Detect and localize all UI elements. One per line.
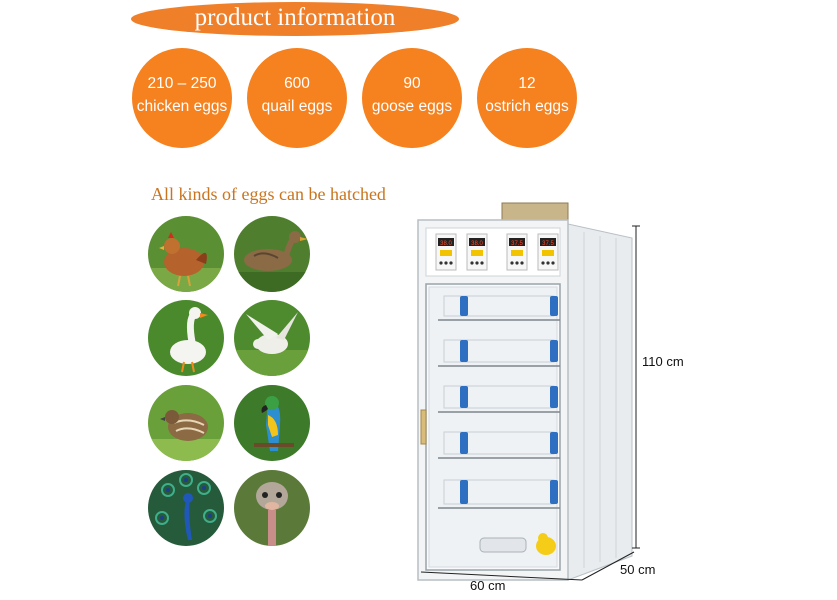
depth-dimension: 50 cm <box>620 562 656 577</box>
capacity-label: quail eggs <box>261 98 333 115</box>
hatch-caption: All kinds of eggs can be hatched <box>151 184 386 204</box>
capacity-label: goose eggs <box>371 98 453 115</box>
display-3-readout: 37.5 <box>511 241 523 247</box>
capacity-number: 12 <box>518 75 536 92</box>
quail-photo <box>148 385 224 461</box>
height-dimension: 110 cm <box>642 354 684 369</box>
goose-photo <box>148 300 224 376</box>
parrot-photo <box>234 385 310 461</box>
capacity-label: ostrich eggs <box>485 98 569 115</box>
capacity-goose: 90 goose eggs <box>362 48 462 148</box>
ostrich-photo <box>234 470 310 546</box>
width-dimension: 60 cm <box>470 578 506 593</box>
peacock-photo <box>148 470 224 546</box>
product-information-banner: product information <box>131 2 459 36</box>
display-4-readout: 37.5 <box>542 241 554 247</box>
capacity-number: 90 <box>403 75 421 92</box>
capacity-label: chicken eggs <box>136 98 228 115</box>
capacity-number: 210 – 250 <box>147 75 217 92</box>
capacity-quail: 600 quail eggs <box>247 48 347 148</box>
display-1-readout: 38.0 <box>440 241 452 247</box>
capacity-ostrich: 12 ostrich eggs <box>477 48 577 148</box>
capacity-number: 600 <box>284 75 310 92</box>
capacity-chicken: 210 – 250 chicken eggs <box>132 48 232 148</box>
display-2-readout: 38.0 <box>471 241 483 247</box>
